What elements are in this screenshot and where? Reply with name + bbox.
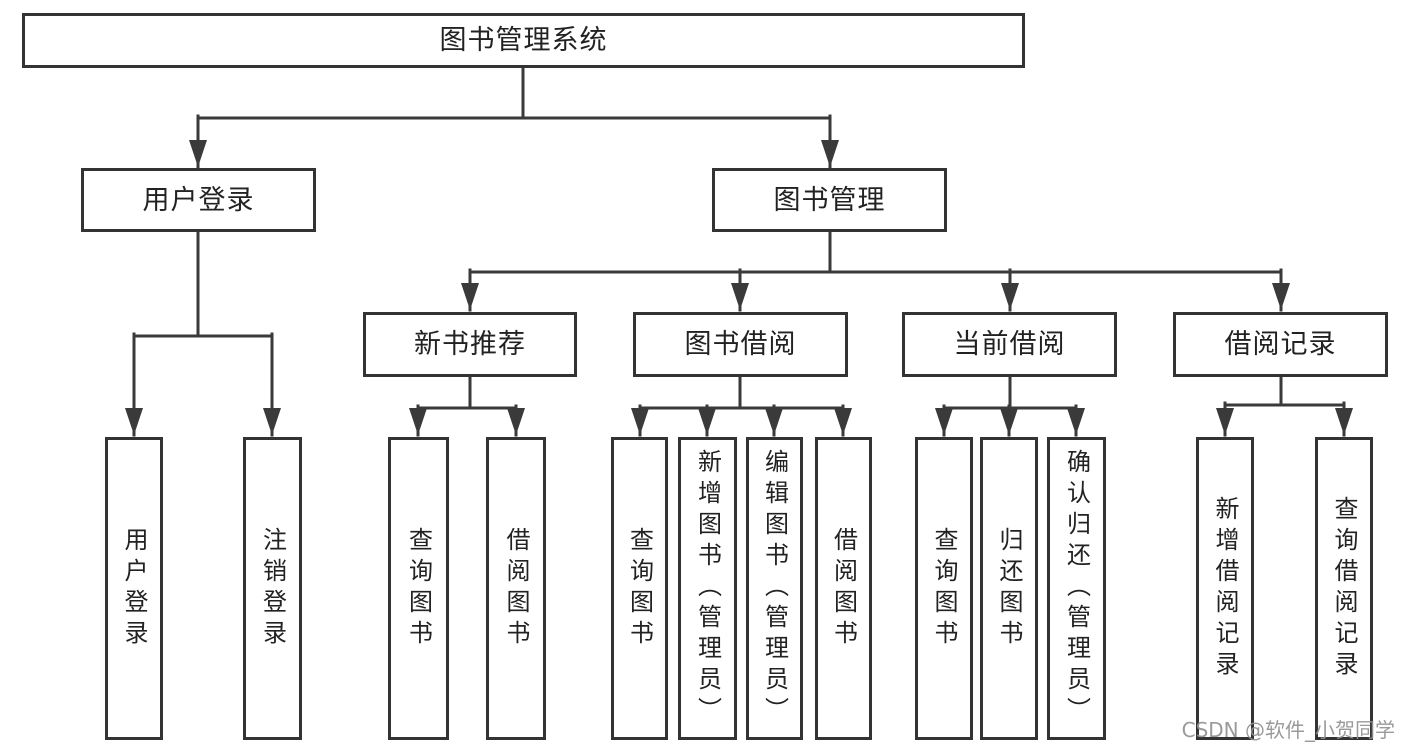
node-label: 新增图书（管理员） — [693, 449, 722, 728]
edges-current-borrow-children — [935, 375, 1085, 437]
leaf-nbr-borrow-books: 借阅图书 — [486, 437, 546, 740]
leaf-bb-query-books: 查询图书 — [611, 437, 668, 740]
node-root-system: 图书管理系统 — [22, 13, 1025, 68]
leaf-bb-borrow-books: 借阅图书 — [815, 437, 872, 740]
leaf-nbr-query-books: 查询图书 — [388, 437, 449, 740]
node-label: 新增借阅记录 — [1211, 495, 1239, 682]
node-label: 图书管理 — [773, 184, 886, 216]
leaf-logout: 注销登录 — [243, 437, 302, 740]
edges-book-mgmt-children — [461, 230, 1290, 312]
node-book-borrowing: 图书借阅 — [633, 312, 848, 377]
node-label: 图书借阅 — [684, 329, 797, 360]
node-label: 借阅图书 — [829, 526, 858, 651]
node-label: 新书推荐 — [414, 329, 526, 360]
node-label: 查询图书 — [930, 526, 958, 651]
edges-book-borrow-children — [631, 375, 852, 437]
leaf-cb-return-books: 归还图书 — [980, 437, 1038, 740]
node-label: 借阅图书 — [502, 526, 530, 651]
edges-user-login-children — [125, 230, 281, 437]
node-label: 当前借阅 — [953, 329, 1066, 360]
node-label: 确认归还（管理员） — [1062, 449, 1091, 728]
node-label: 编辑图书（管理员） — [760, 449, 789, 728]
node-label: 借阅记录 — [1224, 329, 1337, 360]
edges-borrow-records-children — [1216, 375, 1353, 437]
node-label: 注销登录 — [258, 526, 287, 651]
node-label: 图书管理系统 — [439, 25, 608, 56]
edges-root-to-level1 — [189, 66, 839, 169]
leaf-bb-add-books-admin: 新增图书（管理员） — [678, 437, 737, 740]
node-current-borrowing: 当前借阅 — [902, 312, 1117, 377]
node-label: 归还图书 — [995, 526, 1023, 651]
leaf-br-add-record: 新增借阅记录 — [1196, 437, 1254, 740]
node-label: 用户登录 — [120, 526, 148, 651]
node-borrowing-records: 借阅记录 — [1173, 312, 1388, 377]
node-new-book-recommendation: 新书推荐 — [363, 312, 577, 377]
node-label: 查询图书 — [404, 526, 433, 651]
node-book-management: 图书管理 — [712, 168, 947, 232]
leaf-cb-query-books: 查询图书 — [915, 437, 973, 740]
leaf-cb-confirm-return-admin: 确认归还（管理员） — [1047, 437, 1106, 740]
node-user-login: 用户登录 — [81, 168, 316, 232]
node-label: 查询图书 — [625, 526, 654, 651]
node-label: 查询借阅记录 — [1330, 495, 1358, 682]
leaf-br-query-record: 查询借阅记录 — [1315, 437, 1373, 740]
leaf-user-login: 用户登录 — [105, 437, 163, 740]
node-label: 用户登录 — [142, 184, 255, 216]
csdn-watermark: CSDN @软件_小贺同学 — [1181, 718, 1395, 742]
edges-new-book-rec-children — [409, 375, 525, 437]
leaf-bb-edit-books-admin: 编辑图书（管理员） — [746, 437, 803, 740]
